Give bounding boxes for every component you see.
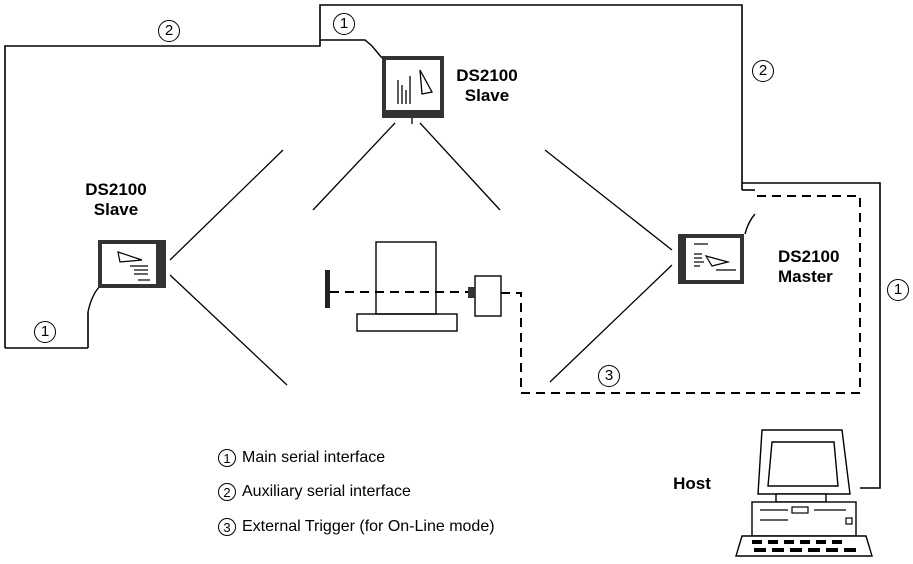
label-master: DS2100 Master — [778, 247, 848, 287]
marker-main-slave-left: 1 — [34, 321, 56, 343]
photocell-lens — [468, 287, 475, 298]
marker-auxiliary-right: 2 — [752, 60, 774, 82]
label-slave-left-role: Slave — [93, 200, 139, 219]
conveyor-object — [356, 241, 458, 332]
scanner-master-icon — [678, 234, 744, 284]
marker-main-slave-top: 1 — [333, 13, 355, 35]
label-slave-left-model: DS2100 — [85, 180, 147, 199]
marker-auxiliary-top-left: 2 — [158, 20, 180, 42]
legend-number: 2 — [218, 483, 236, 501]
scanner-slave-left-icon — [98, 240, 166, 288]
scan-beams — [169, 122, 673, 386]
legend-item-auxiliary: 2 Auxiliary serial interface — [218, 482, 411, 502]
label-slave-top-role: Slave — [464, 86, 510, 105]
legend-item-trigger: 3 External Trigger (for On-Line mode) — [218, 517, 495, 537]
label-master-role: Master — [778, 267, 833, 286]
host-computer-icon — [735, 429, 873, 557]
slave-top-cable — [320, 39, 383, 59]
label-slave-top-model: DS2100 — [456, 66, 518, 85]
marker-main-host: 1 — [887, 279, 909, 301]
scanner-slave-top-icon — [382, 56, 444, 124]
marker-trigger: 3 — [598, 365, 620, 387]
legend-text: Auxiliary serial interface — [242, 483, 411, 500]
reflector — [325, 270, 330, 308]
legend-text: External Trigger (for On-Line mode) — [242, 518, 495, 535]
external-trigger-cable — [500, 195, 861, 394]
label-host: Host — [673, 474, 711, 493]
legend-number: 3 — [218, 518, 236, 536]
label-slave-top: DS2100 Slave — [455, 66, 519, 106]
label-slave-left: DS2100 Slave — [84, 180, 148, 220]
legend-number: 1 — [218, 449, 236, 467]
photocell — [474, 275, 502, 317]
main-serial-cable — [742, 182, 881, 489]
label-master-model: DS2100 — [778, 247, 840, 266]
auxiliary-cable — [4, 4, 743, 348]
legend-item-main: 1 Main serial interface — [218, 448, 385, 468]
legend-text: Main serial interface — [242, 449, 386, 466]
master-cable-stub — [744, 213, 756, 235]
